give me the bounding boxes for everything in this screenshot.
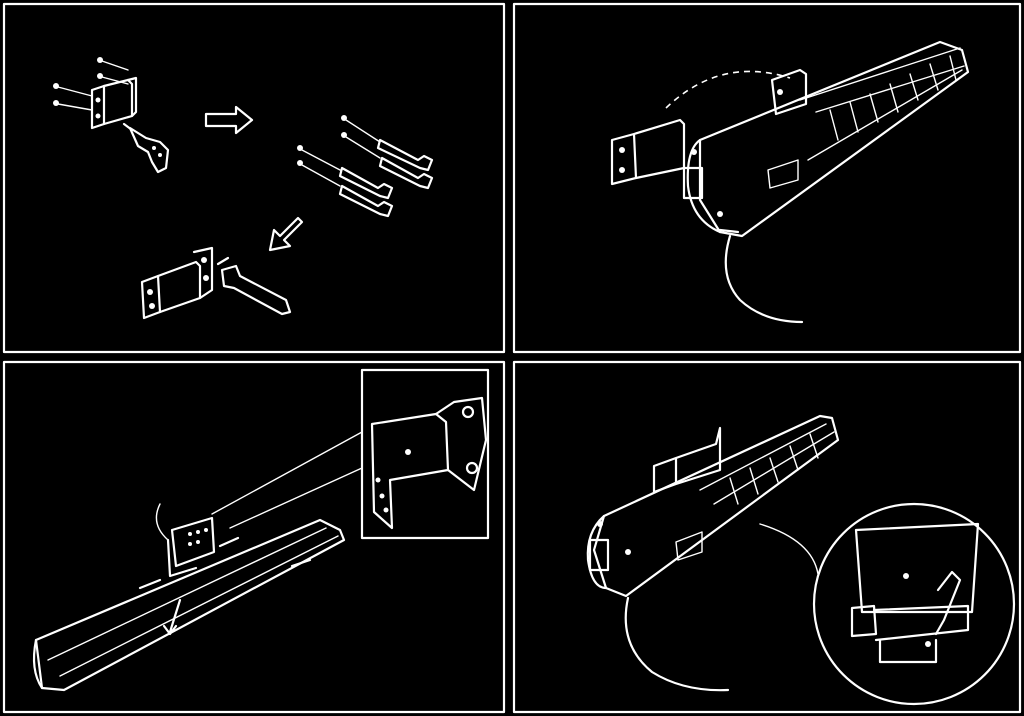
drill-icon [122, 122, 170, 174]
bracket-icon [610, 118, 686, 186]
power-cord-icon [624, 596, 730, 692]
detail-leader-bottom [229, 467, 363, 529]
panel-3 [32, 368, 490, 692]
panel-4-frame [512, 360, 1022, 714]
screw-icon [53, 57, 129, 111]
heater-icon [586, 414, 840, 598]
arrow-right-icon [138, 536, 312, 590]
heater-icon [682, 40, 970, 238]
panel-2 [610, 40, 970, 324]
panel-4 [586, 414, 1016, 706]
detail-leader-top [211, 431, 363, 515]
wall-anchor-icon [297, 115, 434, 218]
heater-grille [729, 433, 819, 505]
bracket-icon [90, 76, 138, 130]
heater-grille [829, 55, 957, 141]
bracket-icon [370, 396, 488, 530]
bracket-icon [166, 516, 216, 578]
panel-2-frame [512, 2, 1022, 354]
arrow-down-left-icon [162, 598, 182, 636]
detail-leader [759, 523, 819, 575]
rotation-arc [665, 70, 791, 109]
panel-1-frame [2, 2, 506, 354]
power-cord-icon [724, 234, 804, 324]
bracket-icon [140, 246, 214, 320]
panel-1 [53, 57, 434, 320]
detail-inset [360, 368, 490, 540]
power-cord-icon [155, 503, 169, 541]
panel-3-frame [2, 360, 506, 714]
magnifier-detail-icon [812, 502, 1016, 706]
arrow-down-left-icon [268, 216, 304, 252]
wrench-icon [216, 256, 292, 316]
arrow-right-icon [204, 105, 254, 135]
heater-icon [32, 518, 346, 692]
